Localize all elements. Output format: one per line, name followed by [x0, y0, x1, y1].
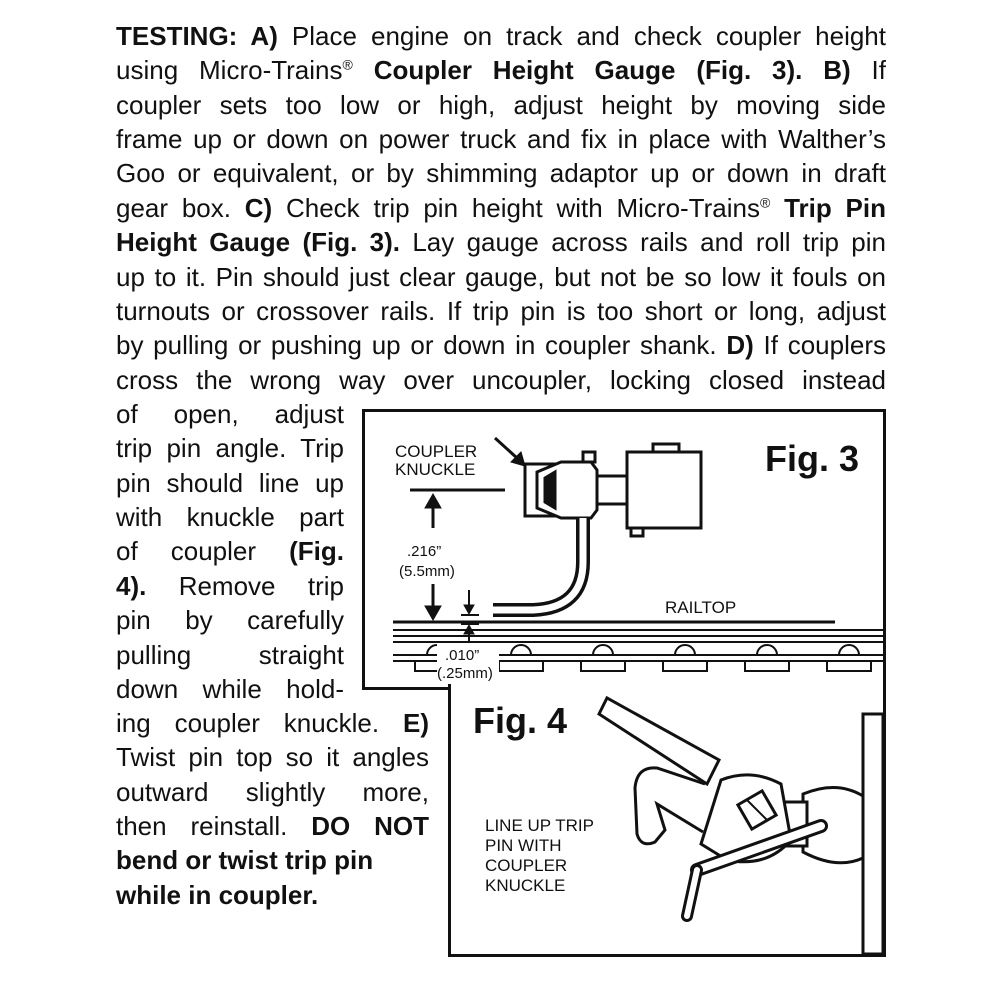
text-line-18: pin by carefully: [116, 605, 344, 635]
text-line-7: Height Gauge (Fig. 3). Lay gauge across …: [116, 227, 886, 257]
railtop-label: RAILTOP: [665, 598, 737, 617]
text-line-22: Twist pin top so it angles: [116, 742, 429, 772]
text-line-3: coupler sets too low or high, adjust hei…: [116, 90, 886, 120]
text-line-5: Goo or equivalent, or by shimming adapto…: [116, 158, 886, 188]
fig3-title: Fig. 3: [765, 438, 860, 479]
height-mm-label: (5.5mm): [399, 563, 455, 580]
fig3-drawing: [393, 436, 883, 684]
text-line-24: then reinstall. DO NOT: [116, 811, 429, 841]
knuckle-pointer-arrow: [493, 436, 526, 467]
text-line-19: pulling straight: [116, 640, 344, 670]
fig4-drawing: [597, 695, 883, 954]
text-line-13: trip pin angle. Trip: [116, 433, 344, 463]
text-line-10: by pulling or pushing up or down in coup…: [116, 330, 886, 360]
text-line-12: of open, adjust: [116, 399, 344, 429]
text-line-26: while in coupler.: [116, 880, 319, 910]
text-line-21: ing coupler knuckle. E): [116, 708, 429, 738]
text-line-11: cross the wrong way over uncoupler, lock…: [116, 365, 886, 395]
text-line-14: pin should line up: [116, 468, 344, 498]
pin-clearance-inches-label: .010”: [445, 647, 480, 664]
text-line-8: up to it. Pin should just clear gauge, b…: [116, 262, 886, 292]
text-line-25: bend or twist trip pin: [116, 845, 374, 875]
fig4-title: Fig. 4: [473, 700, 568, 741]
text-line-16: of coupler (Fig.: [116, 536, 344, 566]
text-line-1: TESTING: A) Place engine on track and ch…: [116, 21, 886, 51]
rail-ties: [414, 644, 872, 672]
line-up-label-2: PIN WITH: [485, 836, 562, 855]
text-line-15: with knuckle part: [116, 502, 344, 532]
pin-clearance-mm-label: (.25mm): [437, 665, 493, 682]
text-line-23: outward slightly more,: [116, 777, 429, 807]
upper-arm: [597, 695, 721, 787]
text-line-20: down while hold-: [116, 674, 344, 704]
figure-4: Fig. 4 LINE UP TRIP PIN WITH COUPLER KNU…: [448, 684, 886, 957]
text-line-2: using Micro-Trains® Coupler Height Gauge…: [116, 55, 886, 85]
text-line-4: frame up or down on power truck and fix …: [116, 124, 886, 154]
figure-3: Fig. 3 COUPLER KNUCKLE .216” (5.5mm) RAI…: [362, 409, 886, 690]
height-inches-label: .216”: [407, 543, 442, 560]
car-end-plate: [861, 712, 883, 954]
coupler-knuckle-label-line2: KNUCKLE: [395, 460, 476, 479]
text-line-17: 4). Remove trip: [116, 571, 344, 601]
text-line-9: turnouts or crossover rails. If trip pin…: [116, 296, 886, 326]
text-line-6: gear box. C) Check trip pin height with …: [116, 193, 886, 223]
line-up-label-4: KNUCKLE: [485, 876, 566, 895]
coupler-head: [523, 442, 703, 538]
height-dimension-arrows: [424, 492, 479, 642]
coupler-knuckle: [633, 766, 706, 846]
coupler-knuckle-label-line1: COUPLER: [395, 442, 478, 461]
line-up-label-3: COUPLER: [485, 856, 568, 875]
line-up-label-1: LINE UP TRIP: [485, 816, 594, 835]
